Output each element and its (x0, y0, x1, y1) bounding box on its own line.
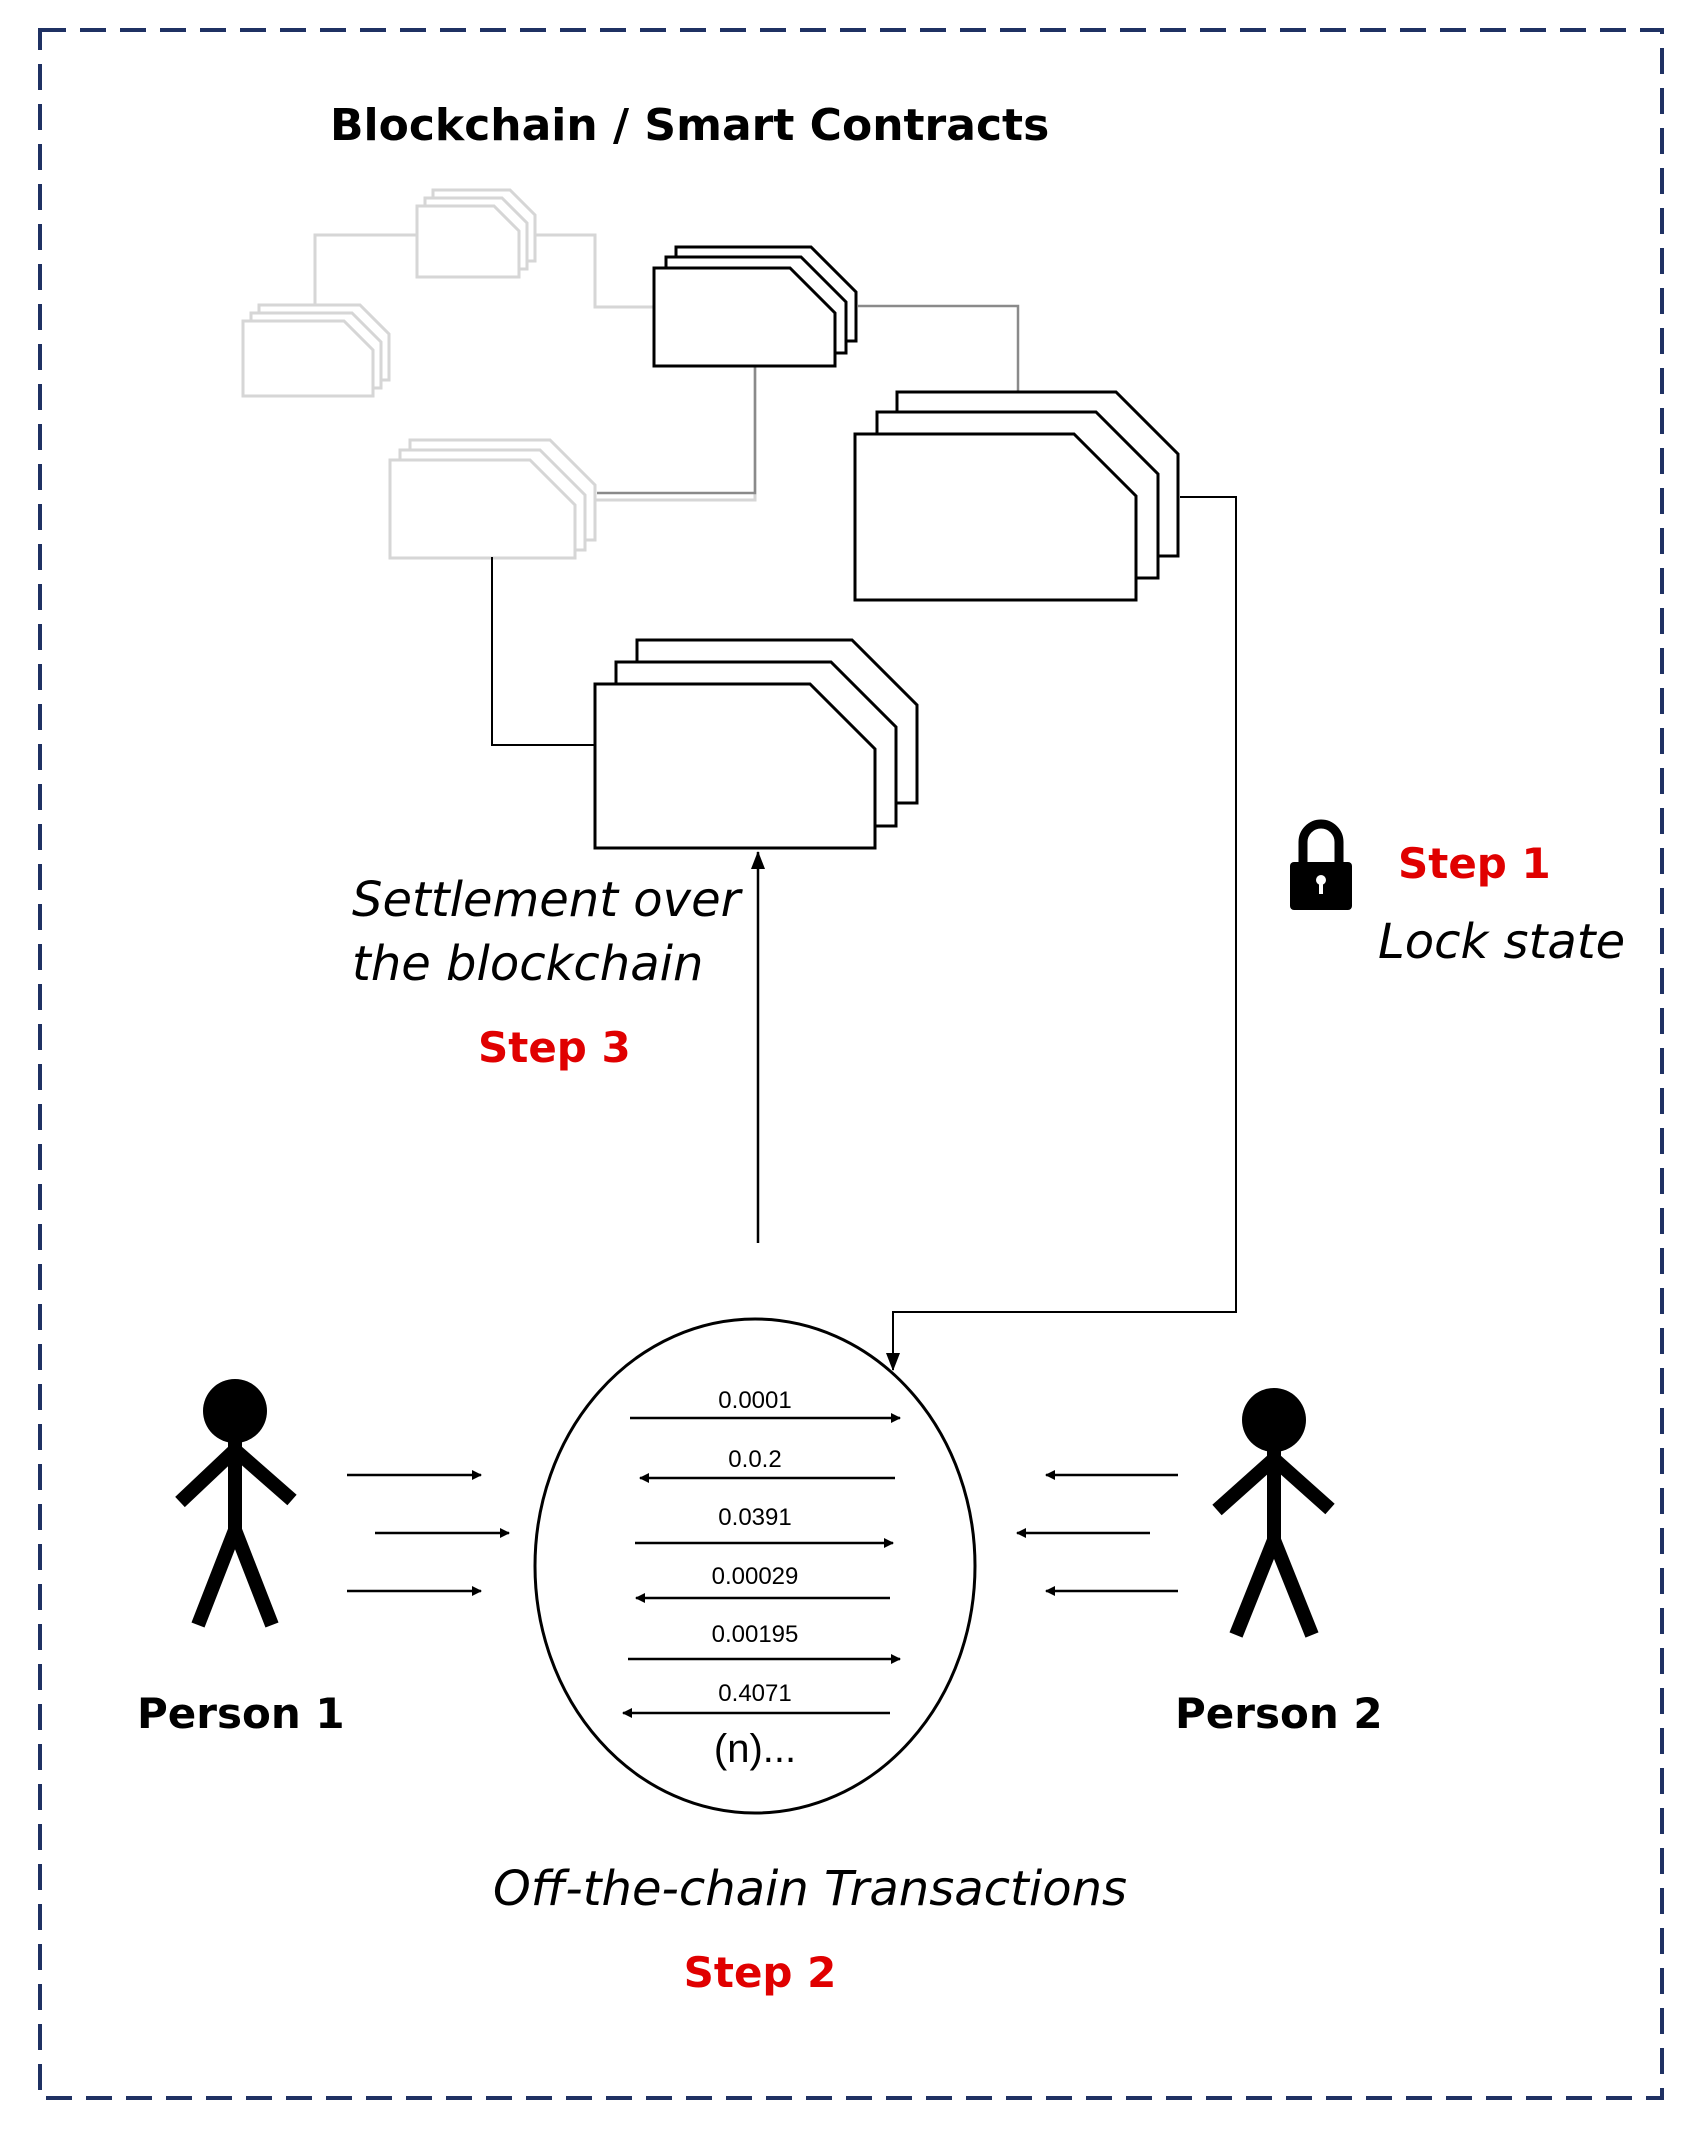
person-2-label: Person 2 (1175, 1689, 1383, 1738)
transaction-value: 0.0.2 (728, 1446, 781, 1473)
person-1-label: Person 1 (137, 1689, 345, 1738)
block-f (593, 638, 919, 850)
block-d (652, 245, 858, 368)
transaction-value: 0.00029 (712, 1563, 799, 1590)
step2-label: Step 2 (684, 1948, 837, 1997)
diagram-title: Blockchain / Smart Contracts (330, 100, 1049, 151)
person-1-arrows (347, 1470, 510, 1596)
faded-block-a (415, 188, 537, 279)
step3-caption-line2: the blockchain (352, 936, 703, 992)
person-2-arrows (1016, 1470, 1178, 1596)
faded-blocks (241, 188, 757, 560)
step2-caption: Off-the-chain Transactions (493, 1861, 1127, 1917)
step3-label: Step 3 (478, 1023, 631, 1072)
step1-label: Step 1 (1398, 839, 1551, 888)
transaction-channel (533, 1317, 977, 1815)
person-2-icon (1212, 1388, 1335, 1638)
gray-connectors (597, 304, 1020, 495)
transactions-more: (n)... (714, 1727, 796, 1771)
transaction-values: 0.0001 0.0.2 0.0391 0.00029 0.00195 0.40… (712, 1387, 799, 1707)
lock-icon (1290, 819, 1352, 910)
transaction-value: 0.0001 (718, 1387, 791, 1414)
block-e (853, 390, 1180, 602)
faded-block-c (388, 438, 597, 560)
person-1-icon (175, 1379, 297, 1628)
dark-blocks (593, 245, 1180, 850)
step3-caption-line1: Settlement over (352, 872, 744, 928)
dark-connectors (491, 496, 1237, 1371)
step1-caption: Lock state (1378, 914, 1625, 970)
transaction-value: 0.4071 (718, 1680, 791, 1707)
faded-block-b (241, 303, 391, 398)
dashed-border (38, 28, 1664, 2100)
transaction-value: 0.0391 (718, 1504, 791, 1531)
transaction-value: 0.00195 (712, 1621, 799, 1648)
transaction-list (622, 1413, 901, 1718)
